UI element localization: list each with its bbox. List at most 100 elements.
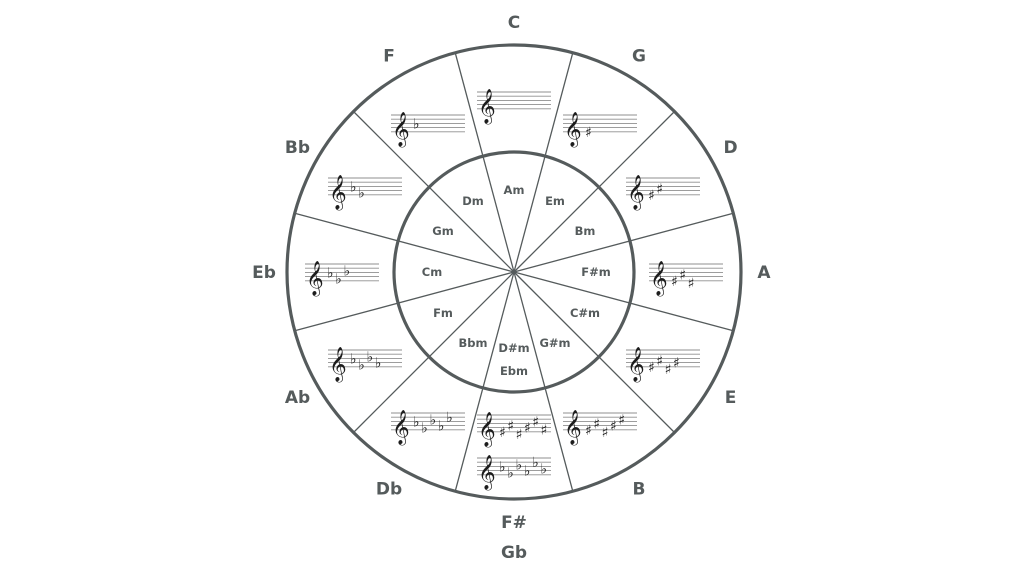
flat-icon: ♭ (499, 459, 506, 475)
flat-icon: ♭ (367, 349, 374, 365)
key-signature-staff: 𝄞♭ (391, 112, 465, 148)
sharp-icon: ♯ (541, 423, 548, 439)
key-signatures: 𝄞𝄞♯𝄞♯♯𝄞♯♯♯𝄞♯♯♯♯𝄞♯♯♯♯♯𝄞♯♯♯♯♯♯𝄞♭♭♭♭♭♭𝄞♭♭♭♭… (305, 89, 723, 491)
flat-icon: ♭ (541, 462, 548, 478)
sharp-icon: ♯ (524, 421, 531, 437)
treble-clef-icon: 𝄞 (392, 410, 410, 446)
flat-icon: ♭ (516, 457, 523, 473)
key-signature-staff: 𝄞 (477, 89, 551, 125)
key-signature-staff: 𝄞♯♯♯♯♯ (563, 410, 637, 446)
key-signature-staff: 𝄞♭♭♭♭♭ (391, 410, 465, 446)
minor-key-label: C#m (570, 306, 600, 320)
sharp-icon: ♯ (656, 182, 663, 198)
major-key-label: Eb (252, 263, 276, 283)
sector-divider (353, 111, 515, 273)
minor-key-label: D#m (498, 341, 529, 355)
major-key-label: C (508, 13, 520, 33)
treble-clef-icon: 𝄞 (306, 261, 324, 297)
sharp-icon: ♯ (610, 419, 617, 435)
sector-divider (454, 52, 515, 273)
major-key-label: Bb (285, 138, 310, 158)
flat-icon: ♭ (430, 412, 437, 428)
flat-icon: ♭ (350, 351, 357, 367)
minor-key-label: F#m (581, 265, 610, 279)
sector-divider (454, 271, 515, 492)
key-signature-staff: 𝄞♯♯♯♯♯♯ (477, 412, 551, 448)
major-key-enharmonic-label: Gb (501, 543, 527, 563)
flat-icon: ♭ (358, 186, 365, 202)
treble-clef-icon: 𝄞 (627, 175, 645, 211)
treble-clef-icon: 𝄞 (478, 89, 496, 125)
sector-divider (294, 271, 515, 332)
minor-key-label: Gm (432, 224, 453, 238)
flat-icon: ♭ (344, 263, 351, 279)
major-key-label: G (632, 47, 646, 67)
sector-dividers (294, 52, 734, 492)
sharp-icon: ♯ (585, 125, 592, 141)
sector-divider (513, 52, 574, 273)
sharp-icon: ♯ (665, 362, 672, 378)
major-key-label: A (757, 263, 771, 283)
sharp-icon: ♯ (648, 188, 655, 204)
sector-divider (513, 212, 734, 273)
flat-icon: ♭ (413, 116, 420, 132)
major-key-label: B (633, 480, 646, 500)
sharp-icon: ♯ (679, 268, 686, 284)
flat-icon: ♭ (375, 356, 382, 372)
sector-divider (513, 271, 675, 433)
key-signature-staff: 𝄞♭♭♭ (305, 261, 379, 297)
minor-key-enharmonic-label: Ebm (500, 364, 528, 378)
treble-clef-icon: 𝄞 (564, 410, 582, 446)
outer-ring (285, 43, 743, 501)
treble-clef-icon: 𝄞 (478, 412, 496, 448)
key-signature-staff: 𝄞♭♭♭♭♭♭ (477, 455, 551, 491)
flat-icon: ♭ (327, 265, 334, 281)
treble-clef-icon: 𝄞 (650, 261, 668, 297)
flat-icon: ♭ (524, 464, 531, 480)
key-signature-staff: 𝄞♭♭♭♭ (328, 347, 402, 383)
sector-divider (513, 111, 675, 273)
major-key-label: F# (501, 513, 527, 533)
flat-icon: ♭ (438, 419, 445, 435)
key-signature-staff: 𝄞♭♭ (328, 175, 402, 211)
minor-key-label: Cm (422, 265, 442, 279)
sector-divider (353, 271, 515, 433)
major-key-label: Db (376, 480, 402, 500)
key-signature-staff: 𝄞♯♯♯♯ (626, 347, 700, 383)
flat-icon: ♭ (335, 272, 342, 288)
sharp-icon: ♯ (602, 425, 609, 441)
key-signature-staff: 𝄞♯♯ (626, 175, 700, 211)
sharp-icon: ♯ (516, 427, 523, 443)
key-signature-staff: 𝄞♯ (563, 112, 637, 148)
treble-clef-icon: 𝄞 (627, 347, 645, 383)
minor-key-label: Em (545, 194, 565, 208)
sharp-icon: ♯ (656, 354, 663, 370)
sharp-icon: ♯ (593, 417, 600, 433)
treble-clef-icon: 𝄞 (329, 347, 347, 383)
inner-ring (392, 150, 636, 394)
flat-icon: ♭ (507, 466, 514, 482)
sharp-icon: ♯ (671, 274, 678, 290)
minor-key-label: G#m (539, 336, 570, 350)
sector-divider (513, 271, 734, 332)
treble-clef-icon: 𝄞 (478, 455, 496, 491)
sharp-icon: ♯ (688, 276, 695, 292)
key-signature-staff: 𝄞♯♯♯ (649, 261, 723, 297)
major-key-label: E (725, 388, 737, 408)
minor-key-label: Dm (462, 194, 484, 208)
sharp-icon: ♯ (507, 419, 514, 435)
sharp-icon: ♯ (673, 356, 680, 372)
treble-clef-icon: 𝄞 (392, 112, 410, 148)
major-key-label: F (383, 47, 395, 67)
sharp-icon: ♯ (532, 414, 539, 430)
treble-clef-icon: 𝄞 (329, 175, 347, 211)
sector-divider (513, 271, 574, 492)
minor-key-label: Bm (575, 224, 596, 238)
minor-key-label: Am (504, 183, 525, 197)
flat-icon: ♭ (532, 455, 539, 471)
sharp-icon: ♯ (648, 360, 655, 376)
flat-icon: ♭ (421, 421, 428, 437)
sharp-icon: ♯ (618, 412, 625, 428)
